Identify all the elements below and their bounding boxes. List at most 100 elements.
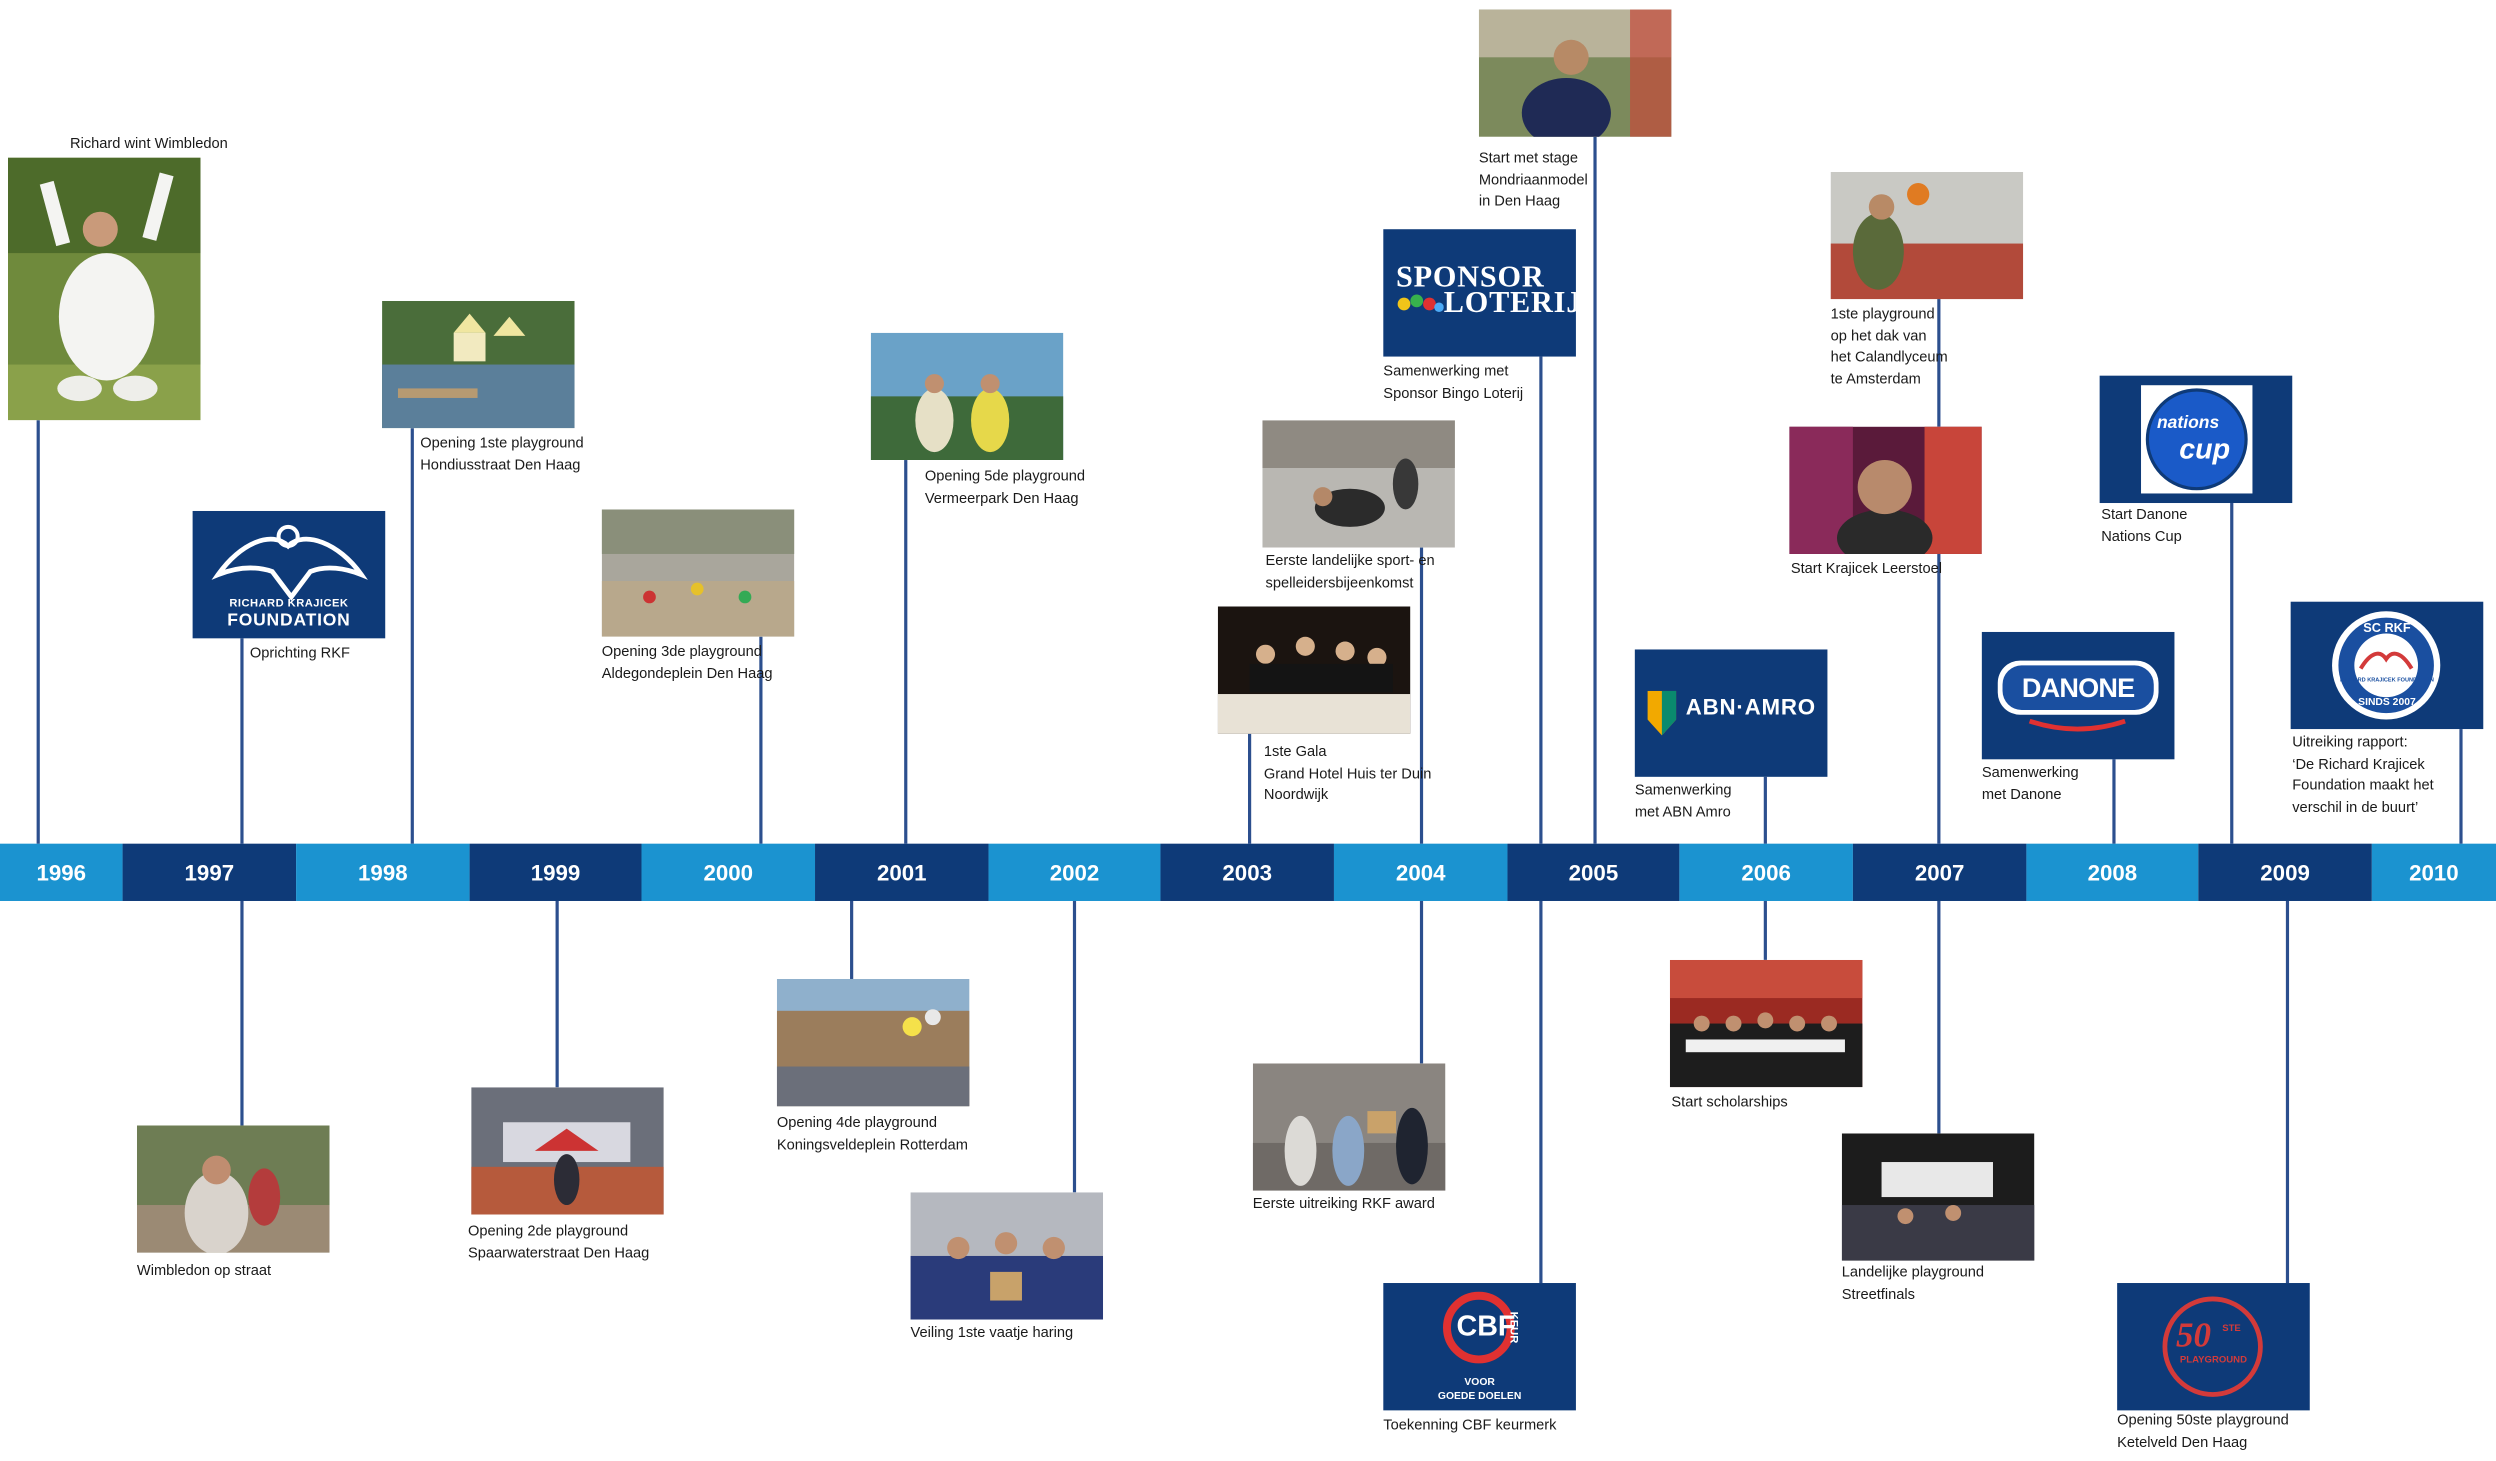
photo-playground-5 (870, 332, 1064, 461)
sc-rkf-foundation-text: RICHARD KRAJICEK FOUNDATION (2339, 676, 2434, 683)
photo-rkf-award (1252, 1063, 1446, 1191)
connector-line (1539, 900, 1542, 1284)
connector-line (1593, 136, 1596, 844)
photo-streetfinals (1841, 1133, 2035, 1261)
photo-playground-1 (382, 300, 575, 429)
event-caption-oprichting-rkf: Oprichting RKF (249, 644, 350, 661)
danone-logo-text: DANONE (2021, 673, 2135, 704)
year-2006: 2006 (1679, 843, 1853, 901)
rkf-logo-line-1: RICHARD KRAJICEK (229, 598, 349, 610)
logo-danone: DANONE (1981, 631, 2175, 760)
photo-playground-2 (471, 1087, 664, 1215)
photo-stage-mondriaan (1478, 9, 1672, 137)
year-2008: 2008 (2026, 843, 2199, 901)
logo-sponsor-loterij: SPONSOR LOTERIJ (1383, 229, 1576, 357)
photo-veiling-haring (910, 1192, 1104, 1320)
connector-line (1937, 900, 1940, 1134)
year-1998: 1998 (296, 843, 470, 901)
year-2009: 2009 (2198, 843, 2372, 901)
connector-line (904, 460, 907, 844)
year-bar: 1996 1997 1998 1999 2000 2001 2002 2003 … (0, 843, 2496, 901)
logo-abn-amro: ABN·AMRO (1634, 649, 1828, 777)
sc-rkf-top-text: SC RKF (2363, 620, 2411, 636)
stamp-ste-text: STE (2222, 1324, 2241, 1334)
sc-rkf-badge-icon (2332, 611, 2441, 720)
year-2010: 2010 (2371, 843, 2496, 901)
event-caption-leerstoel: Start Krajicek Leerstoel (1790, 560, 1943, 577)
stamp-50-number: 50 (2176, 1314, 2212, 1355)
stamp-playground-text: PLAYGROUND (2179, 1356, 2247, 1366)
photo-playground-4 (776, 978, 970, 1107)
cup-logo-text: cup (2179, 432, 2231, 465)
connector-line (1937, 297, 1940, 427)
year-2000: 2000 (641, 843, 816, 901)
event-caption-veiling-haring: Veiling 1ste vaatje haring (910, 1324, 1074, 1341)
sponsor-logo-line-1: SPONSOR (1396, 261, 1545, 295)
event-caption-cbf-keur: Toekenning CBF keurmerk (1383, 1416, 1557, 1433)
photo-wimbledon-win (7, 157, 201, 421)
year-2001: 2001 (815, 843, 989, 901)
connector-line (240, 638, 243, 844)
connector-line (759, 636, 762, 844)
photo-spelleiders (1262, 420, 1455, 548)
danone-badge-icon (1997, 660, 2159, 732)
connector-line (2230, 503, 2233, 844)
photo-playground-3 (601, 509, 795, 637)
connector-line (1419, 900, 1423, 1064)
abn-shield-icon (1647, 690, 1677, 736)
connector-line (1763, 900, 1767, 960)
photo-gala (1217, 606, 1411, 734)
abn-amro-logo-text: ABN·AMRO (1685, 694, 1816, 720)
sponsor-logo-line-2: LOTERIJ (1443, 286, 1576, 320)
photo-leerstoel (1789, 426, 1982, 554)
nations-cup-ball-icon (2141, 385, 2253, 494)
connector-line (410, 428, 414, 844)
year-2003: 2003 (1160, 843, 1334, 901)
nations-logo-text: nations (2156, 413, 2220, 433)
logo-sc-rkf: SC RKF SINDS 2007 RICHARD KRAJICEK FOUND… (2290, 601, 2484, 730)
cbf-keur-text: KEUR (1507, 1311, 1519, 1344)
year-1997: 1997 (122, 843, 297, 901)
connector-line (1539, 356, 1542, 844)
connector-line (2112, 759, 2115, 844)
logo-50ste-playground: 50 STE PLAYGROUND (2117, 1283, 2310, 1411)
connector-line (1072, 900, 1076, 1193)
year-2004: 2004 (1333, 843, 1508, 901)
event-caption-scholarships: Start scholarships (1671, 1093, 1788, 1110)
logo-cbf-keur: CBF KEUR VOOR GOEDE DOELEN (1383, 1283, 1576, 1411)
connector-line (1248, 733, 1251, 844)
stamp-50-icon (2162, 1296, 2263, 1397)
event-caption-wimbledon-win: Richard wint Wimbledon (70, 135, 228, 152)
cbf-ring-icon (1443, 1291, 1515, 1364)
year-2005: 2005 (1507, 843, 1680, 901)
photo-playground-calandlyceum (1830, 171, 2024, 300)
connector-line (1763, 776, 1767, 844)
cbf-voor-text: VOOR (1464, 1376, 1495, 1389)
rkf-figure-icon (211, 524, 368, 601)
connector-line (850, 900, 853, 979)
photo-wimbledon-straat (136, 1125, 330, 1253)
event-caption-rkf-award: Eerste uitreiking RKF award (1252, 1195, 1435, 1212)
year-1999: 1999 (469, 843, 642, 901)
logo-rkf: RICHARD KRAJICEK FOUNDATION (192, 510, 386, 639)
bingo-balls-icon (1397, 294, 1444, 313)
connector-line (2459, 729, 2462, 844)
logo-nations-cup: nations cup (2099, 375, 2293, 504)
event-caption-wimbledon-straat: Wimbledon op straat (136, 1262, 272, 1279)
connector-line (2285, 900, 2289, 1284)
connector-line (240, 900, 243, 1126)
